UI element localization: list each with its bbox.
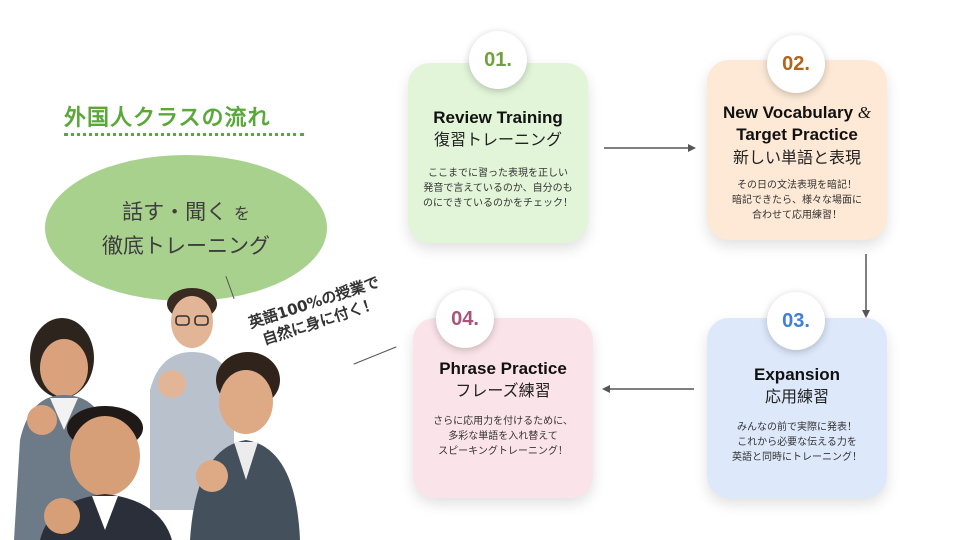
step-card-review-training: Review Training 復習トレーニング ここまでに習った表現を正しい …: [408, 63, 588, 243]
step-subtitle: フレーズ練習: [455, 381, 551, 400]
bubble-line1: 話す・聞く: [122, 200, 228, 224]
desc-line: 発音で言えているのか、自分のも: [423, 183, 573, 194]
step-title: Phrase Practice: [439, 359, 567, 378]
slogan-slash-bottom: [353, 346, 397, 365]
right-arrow-icon: [604, 144, 696, 152]
step-number-badge: 01.: [469, 31, 527, 89]
desc-line: 多彩な単語を入れ替えて: [448, 431, 558, 442]
left-arrow-icon: [602, 385, 694, 393]
title-underline: [64, 133, 304, 136]
step-subtitle: 応用練習: [764, 387, 829, 406]
desc-line: さらに応用力を付けるために、: [433, 416, 573, 427]
desc-line: みんなの前で実際に発表！: [737, 422, 857, 433]
desc-line: これから必要な伝える力を: [737, 437, 857, 448]
step-title-line2: Target Practice: [736, 125, 858, 144]
step-description: その日の文法表現を暗記！ 暗記できたら、様々な場面に 合わせて応用練習！: [715, 178, 879, 223]
desc-line: 英語と同時にトレーニング！: [732, 452, 862, 463]
desc-line: その日の文法表現を暗記！: [737, 180, 857, 191]
instructors-photo: [14, 288, 300, 540]
step-subtitle: 復習トレーニング: [433, 130, 562, 149]
desc-line: 合わせて応用練習！: [752, 210, 842, 221]
highlight-bubble: [45, 155, 327, 301]
title-ampersand: &: [857, 103, 872, 122]
down-arrow-icon: [862, 254, 870, 318]
desc-line: ここまでに習った表現を正しい: [428, 168, 568, 179]
desc-line: のにできているのかをチェック！: [423, 198, 573, 209]
bubble-text: 話す・聞く を 徹底トレーニング: [45, 196, 327, 262]
step-subtitle: 新しい単語と表現: [732, 148, 861, 167]
step-title: Review Training: [433, 108, 563, 127]
step-number-badge: 03.: [767, 292, 825, 350]
bubble-particle: を: [233, 204, 250, 223]
desc-line: 暗記できたら、様々な場面に: [732, 195, 862, 206]
step-title: Expansion: [754, 365, 840, 384]
step-description: みんなの前で実際に発表！ これから必要な伝える力を 英語と同時にトレーニング！: [715, 420, 879, 465]
title-line1: New Vocabulary: [722, 103, 854, 122]
bubble-line2: 徹底トレーニング: [102, 234, 270, 258]
page-title: 外国人クラスの流れ: [64, 106, 271, 131]
person-woman-right: [190, 352, 300, 540]
step-number-badge: 04.: [436, 290, 494, 348]
step-number-badge: 02.: [767, 35, 825, 93]
step-title: New Vocabulary &: [707, 102, 887, 124]
step-description: ここまでに習った表現を正しい 発音で言えているのか、自分のも のにできているのか…: [416, 166, 580, 211]
desc-line: スピーキングトレーニング！: [438, 446, 568, 457]
person-man-front: [40, 406, 172, 540]
step-card-phrase-practice: Phrase Practice フレーズ練習 さらに応用力を付けるために、 多彩…: [413, 318, 593, 498]
step-description: さらに応用力を付けるために、 多彩な単語を入れ替えて スピーキングトレーニング！: [421, 414, 585, 459]
